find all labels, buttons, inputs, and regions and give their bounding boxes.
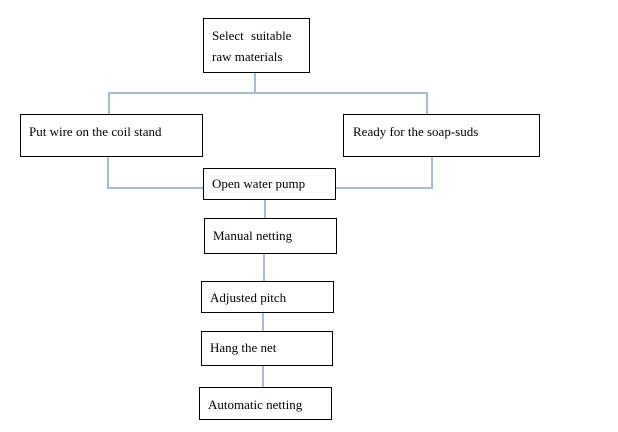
step-adjusted-pitch: Adjusted pitch bbox=[201, 281, 334, 313]
step-open-water-pump: Open water pump bbox=[203, 168, 336, 200]
step-put-wire: Put wire on the coil stand bbox=[20, 114, 203, 157]
step-put-wire-label: Put wire on the coil stand bbox=[29, 124, 162, 139]
step-ready-soap-label: Ready for the soap-suds bbox=[353, 124, 479, 139]
step-select-label-line1: Select suitable bbox=[212, 28, 292, 43]
step-ready-soap-suds: Ready for the soap-suds bbox=[343, 114, 540, 157]
step-adjusted-pitch-label: Adjusted pitch bbox=[210, 290, 287, 305]
step-manual-netting-label: Manual netting bbox=[213, 228, 293, 243]
step-automatic-netting-label: Automatic netting bbox=[208, 397, 303, 412]
step-select-label-line2: raw materials bbox=[212, 49, 283, 64]
step-automatic-netting: Automatic netting bbox=[199, 387, 332, 420]
step-hang-the-net: Hang the net bbox=[201, 331, 333, 366]
step-manual-netting: Manual netting bbox=[204, 218, 337, 254]
step-hang-net-label: Hang the net bbox=[210, 340, 277, 355]
step-select-raw-materials: Select suitable raw materials bbox=[203, 18, 310, 73]
step-open-pump-label: Open water pump bbox=[212, 176, 306, 191]
